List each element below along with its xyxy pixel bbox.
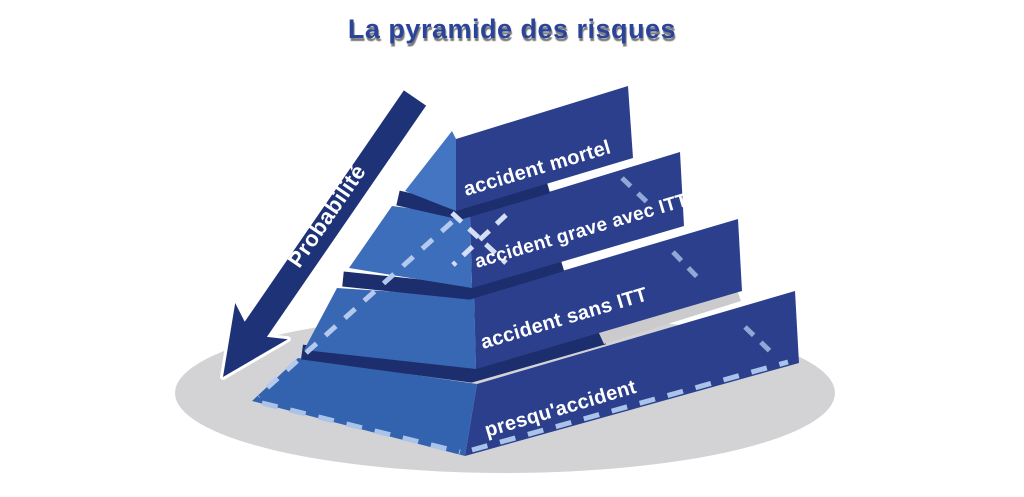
level-left-face-accident-sans-itt	[304, 288, 476, 369]
base-edge-dashes-right	[471, 359, 789, 453]
slab-top-strip	[598, 290, 741, 344]
level-separator	[396, 178, 551, 220]
hidden-back-edge-dashes	[620, 176, 774, 355]
level-left-face-accident-mortel	[405, 131, 456, 211]
level-separator	[300, 329, 607, 383]
hidden-edge-cross-dashes	[450, 211, 508, 267]
probability-arrow	[220, 87, 430, 380]
diagram-title: La pyramide des risques	[347, 14, 677, 44]
level-left-face-presqu-accident	[252, 358, 477, 456]
base-edge-dashes-left	[261, 400, 461, 455]
level-band-accident-mortel	[456, 86, 633, 211]
level-band-presqu-accident	[465, 291, 799, 456]
hidden-edge-dashes	[256, 220, 454, 398]
level-left-face-accident-grave-avec-itt	[349, 206, 472, 288]
